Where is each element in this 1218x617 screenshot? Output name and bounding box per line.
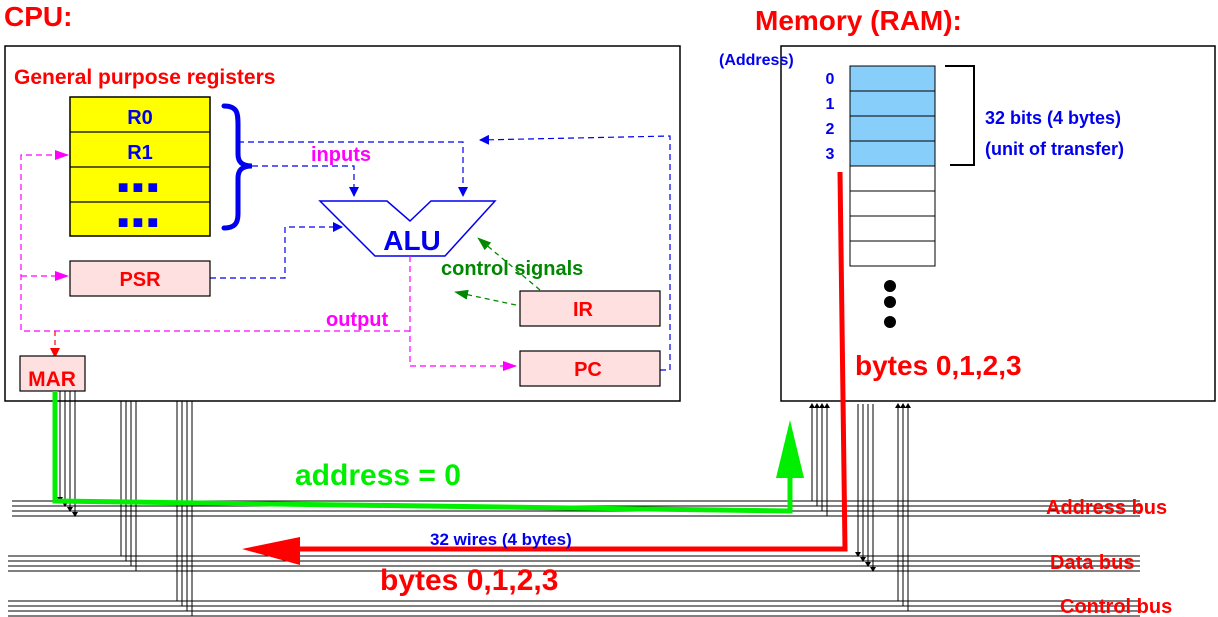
register-brace-icon: [221, 103, 253, 231]
memory-cell: [849, 165, 936, 192]
unit-label-1: 32 bits (4 bytes): [985, 108, 1121, 128]
wires-label: 32 wires (4 bytes): [430, 530, 572, 549]
data-bus-label: Data bus: [1050, 552, 1134, 574]
mar-register: [19, 355, 86, 392]
register-file: R0 R1 ■■■ ■■■: [69, 96, 211, 237]
alu-label: ALU: [383, 225, 441, 256]
inputs-label: inputs: [311, 144, 371, 166]
register-r0: R0: [127, 107, 153, 129]
memory-cell: [849, 190, 936, 217]
address-0: 0: [826, 71, 835, 88]
memory-bytes-label: bytes 0,1,2,3: [855, 350, 1022, 381]
address-2: 2: [826, 121, 835, 138]
memory-cells: [849, 65, 936, 267]
cpu-title: CPU:: [4, 1, 72, 32]
memory-cell: [849, 90, 936, 117]
register-ellipsis: ■■■: [118, 212, 163, 232]
memory-title: Memory (RAM):: [755, 5, 962, 36]
data-arrow-icon: [242, 537, 300, 565]
cpu-box: [4, 45, 681, 402]
memory-box: [780, 45, 1216, 402]
ir-register: [519, 290, 661, 327]
unit-label-2: (unit of transfer): [985, 139, 1124, 159]
ellipsis-dot-icon: [884, 316, 896, 328]
mar-label: MAR: [28, 368, 76, 391]
ir-label: IR: [573, 299, 594, 321]
data-bytes-label: bytes 0,1,2,3: [380, 564, 558, 597]
control-signals-label: control signals: [441, 258, 583, 280]
address-path: [52, 391, 793, 514]
control-bus-label: Control bus: [1060, 596, 1172, 617]
pc-label: PC: [574, 359, 602, 381]
pc-register: [519, 350, 661, 387]
output-label: output: [326, 309, 389, 331]
psr-label: PSR: [119, 269, 161, 291]
alu-output-line: [409, 256, 517, 371]
ellipsis-dot-icon: [884, 296, 896, 308]
memory-cell: [849, 140, 936, 167]
register-ellipsis: ■■■: [118, 177, 163, 197]
address-heading: (Address): [719, 52, 794, 69]
word-bracket-icon: [945, 65, 975, 166]
alu-shape: [318, 200, 497, 257]
ellipsis-dot-icon: [884, 280, 896, 292]
data-path: [300, 171, 848, 552]
input-bus-line: [252, 165, 359, 197]
address-value-label: address = 0: [295, 459, 461, 492]
memory-cell: [849, 65, 936, 92]
memory-cell: [849, 115, 936, 142]
register-r1: R1: [127, 142, 153, 164]
psr-register: [69, 260, 211, 297]
psr-to-alu-line: [210, 222, 343, 279]
pc-feedback-line: [479, 134, 671, 371]
input-bus-line: [238, 141, 468, 197]
address-bus-label: Address bus: [1046, 497, 1167, 519]
address-arrow-icon: [776, 420, 804, 478]
output-to-registers-line: [20, 150, 410, 332]
memory-cell: [849, 215, 936, 242]
bus-lines: [8, 391, 1140, 617]
memory-cell: [849, 240, 936, 267]
address-1: 1: [826, 96, 835, 113]
control-signal-line: [454, 289, 517, 306]
address-3: 3: [826, 146, 835, 163]
control-signal-line: [477, 237, 541, 291]
registers-heading: General purpose registers: [14, 66, 275, 89]
